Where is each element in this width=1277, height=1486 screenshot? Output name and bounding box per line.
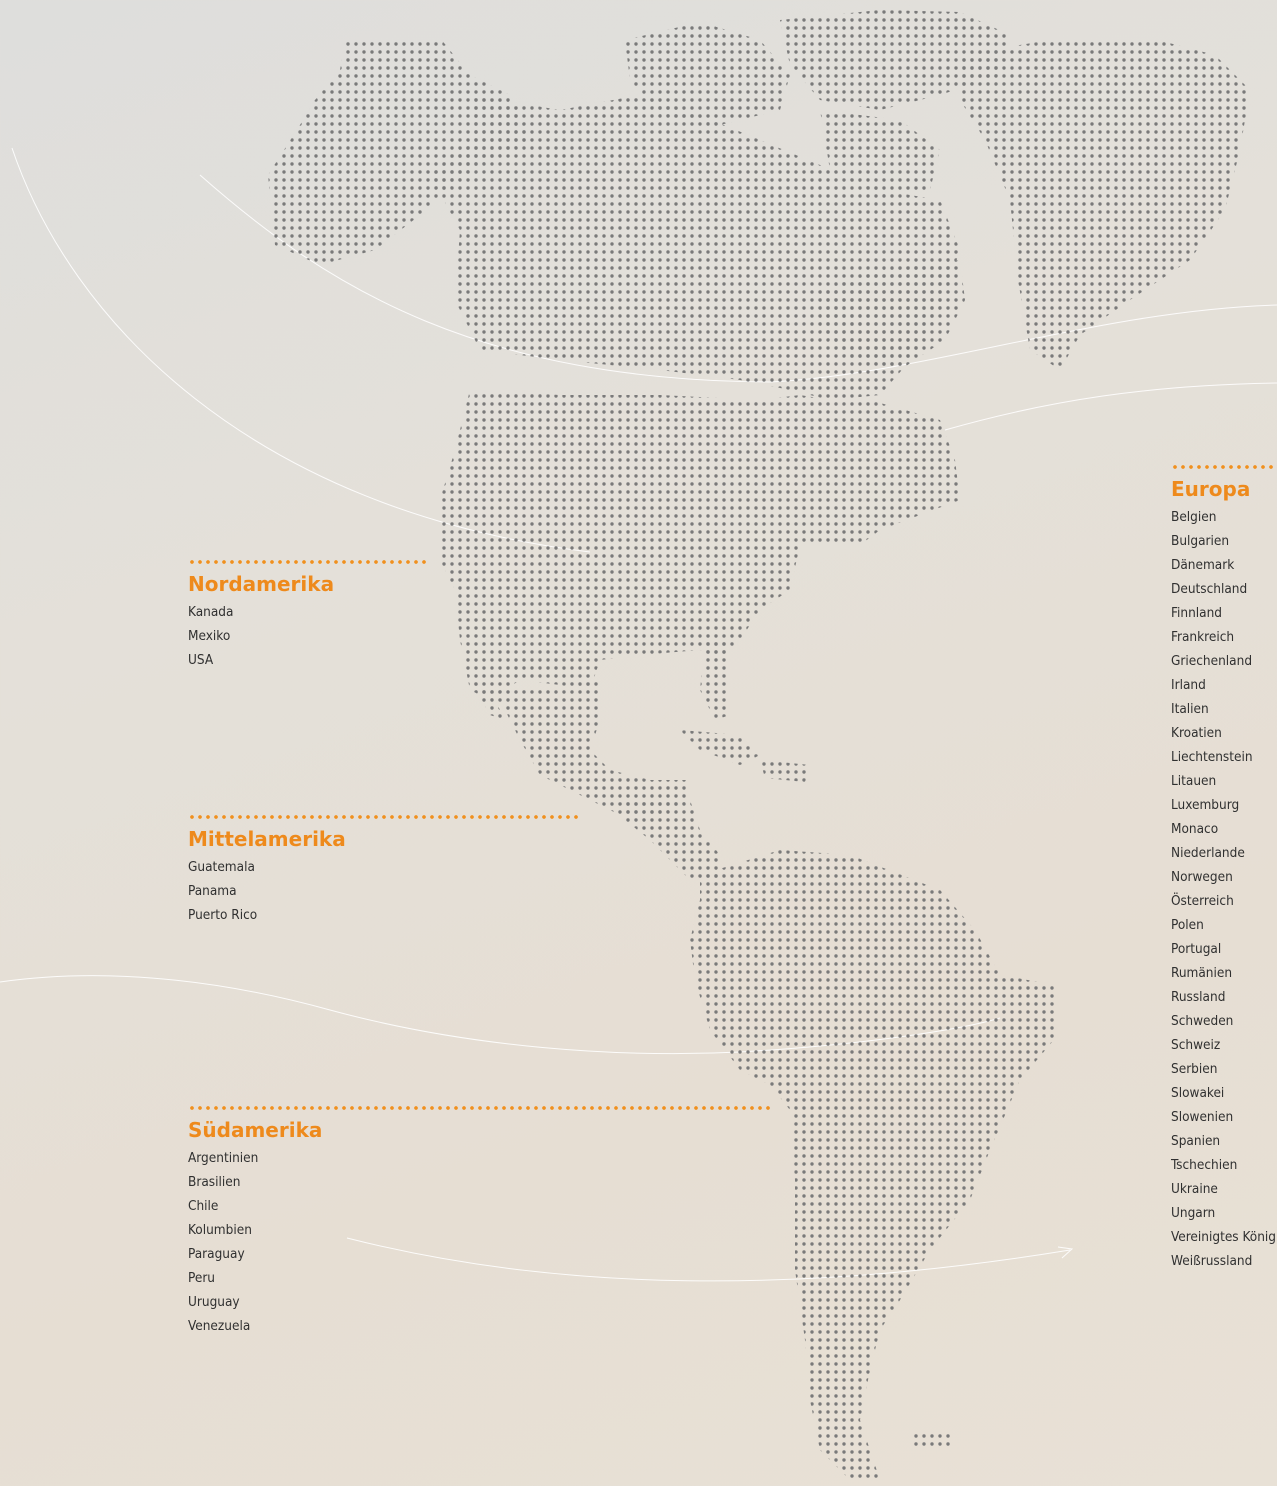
landmass-caribbean-1 bbox=[680, 730, 760, 765]
country-list: Guatemala Panama Puerto Rico bbox=[188, 855, 580, 927]
list-item: Ukraine bbox=[1171, 1181, 1218, 1197]
list-item: Guatemala bbox=[188, 859, 255, 875]
list-item: Monaco bbox=[1171, 821, 1219, 837]
list-item: Venezuela bbox=[188, 1318, 251, 1334]
list-item: Kolumbien bbox=[188, 1222, 252, 1238]
list-item: Belgien bbox=[1171, 509, 1217, 525]
country-list: Belgien Bulgarien Dänemark Deutschland F… bbox=[1171, 505, 1277, 1273]
landmass-arctic-islands-1 bbox=[625, 22, 790, 125]
list-item: Litauen bbox=[1171, 773, 1217, 789]
dotted-leader-line bbox=[188, 815, 580, 819]
list-item: Slowakei bbox=[1171, 1085, 1225, 1101]
list-item: Puerto Rico bbox=[188, 907, 258, 923]
list-item: Bulgarien bbox=[1171, 533, 1230, 549]
list-item: Vereinigtes Königreich bbox=[1171, 1229, 1277, 1245]
landmass-mexico bbox=[490, 680, 690, 815]
landmass-falklands bbox=[912, 1434, 950, 1446]
region-title: Südamerika bbox=[188, 1118, 323, 1142]
list-item: Spanien bbox=[1171, 1133, 1221, 1149]
dotted-leader-line bbox=[1171, 465, 1277, 469]
list-item: Ungarn bbox=[1171, 1205, 1216, 1221]
list-item: Österreich bbox=[1171, 893, 1234, 909]
dotted-leader-line bbox=[188, 560, 428, 564]
list-item: Weißrussland bbox=[1171, 1253, 1253, 1269]
list-item: Finnland bbox=[1171, 605, 1223, 621]
list-item: Peru bbox=[188, 1270, 216, 1286]
list-item: USA bbox=[188, 652, 214, 668]
list-item: Norwegen bbox=[1171, 869, 1233, 885]
landmass-baja bbox=[470, 680, 505, 720]
region-title: Europa bbox=[1171, 477, 1251, 501]
landmass-labrador bbox=[820, 260, 965, 370]
list-item: Brasilien bbox=[188, 1174, 241, 1190]
list-item: Dänemark bbox=[1171, 557, 1235, 573]
list-item: Italien bbox=[1171, 701, 1209, 717]
list-item: Polen bbox=[1171, 917, 1204, 933]
region-europe: Europa Belgien Bulgarien Dänemark Deutsc… bbox=[1171, 465, 1277, 1273]
list-item: Schweiz bbox=[1171, 1037, 1221, 1053]
list-item: Serbien bbox=[1171, 1061, 1218, 1077]
list-item: Slowenien bbox=[1171, 1109, 1234, 1125]
list-item: Russland bbox=[1171, 989, 1226, 1005]
region-title: Mittelamerika bbox=[188, 827, 346, 851]
dotted-leader-line bbox=[188, 1106, 772, 1110]
list-item: Tschechien bbox=[1171, 1157, 1238, 1173]
list-item: Uruguay bbox=[188, 1294, 240, 1310]
landmass-alaska bbox=[268, 38, 530, 265]
landmass-central-america bbox=[620, 800, 720, 880]
list-item: Rumänien bbox=[1171, 965, 1233, 981]
map-landmasses bbox=[268, 10, 1250, 1480]
list-item: Kroatien bbox=[1171, 725, 1222, 741]
list-item: Chile bbox=[188, 1198, 219, 1214]
landmass-caribbean-2 bbox=[760, 760, 810, 782]
list-item: Mexiko bbox=[188, 628, 231, 644]
country-list: Argentinien Brasilien Chile Kolumbien Pa… bbox=[188, 1146, 772, 1338]
list-item: Panama bbox=[188, 883, 237, 899]
region-title: Nordamerika bbox=[188, 572, 335, 596]
list-item: Deutschland bbox=[1171, 581, 1248, 597]
arc-atlantic bbox=[944, 382, 1277, 431]
list-item: Niederlande bbox=[1171, 845, 1245, 861]
region-north-america: Nordamerika Kanada Mexiko USA bbox=[188, 560, 428, 672]
landmass-arctic-islands-3 bbox=[820, 110, 940, 195]
list-item: Argentinien bbox=[188, 1150, 259, 1166]
region-south-america: Südamerika Argentinien Brasilien Chile K… bbox=[188, 1106, 772, 1338]
country-list: Kanada Mexiko USA bbox=[188, 600, 428, 672]
landmass-florida bbox=[700, 640, 730, 720]
landmass-south-america bbox=[690, 850, 1058, 1480]
list-item: Irland bbox=[1171, 677, 1206, 693]
region-central-america: Mittelamerika Guatemala Panama Puerto Ri… bbox=[188, 815, 580, 927]
landmass-greenland bbox=[960, 38, 1250, 370]
list-item: Liechtenstein bbox=[1171, 749, 1253, 765]
list-item: Portugal bbox=[1171, 941, 1222, 957]
list-item: Schweden bbox=[1171, 1013, 1234, 1029]
list-item: Luxemburg bbox=[1171, 797, 1240, 813]
list-item: Frankreich bbox=[1171, 629, 1235, 645]
list-item: Griechenland bbox=[1171, 653, 1253, 669]
arc-south-atlantic bbox=[346, 1237, 1071, 1282]
list-item: Kanada bbox=[188, 604, 234, 620]
arc-south-atlantic-head bbox=[1057, 1246, 1074, 1259]
landmass-arctic-islands-2 bbox=[780, 10, 1010, 110]
landmass-usa bbox=[440, 390, 960, 700]
list-item: Paraguay bbox=[188, 1246, 245, 1262]
